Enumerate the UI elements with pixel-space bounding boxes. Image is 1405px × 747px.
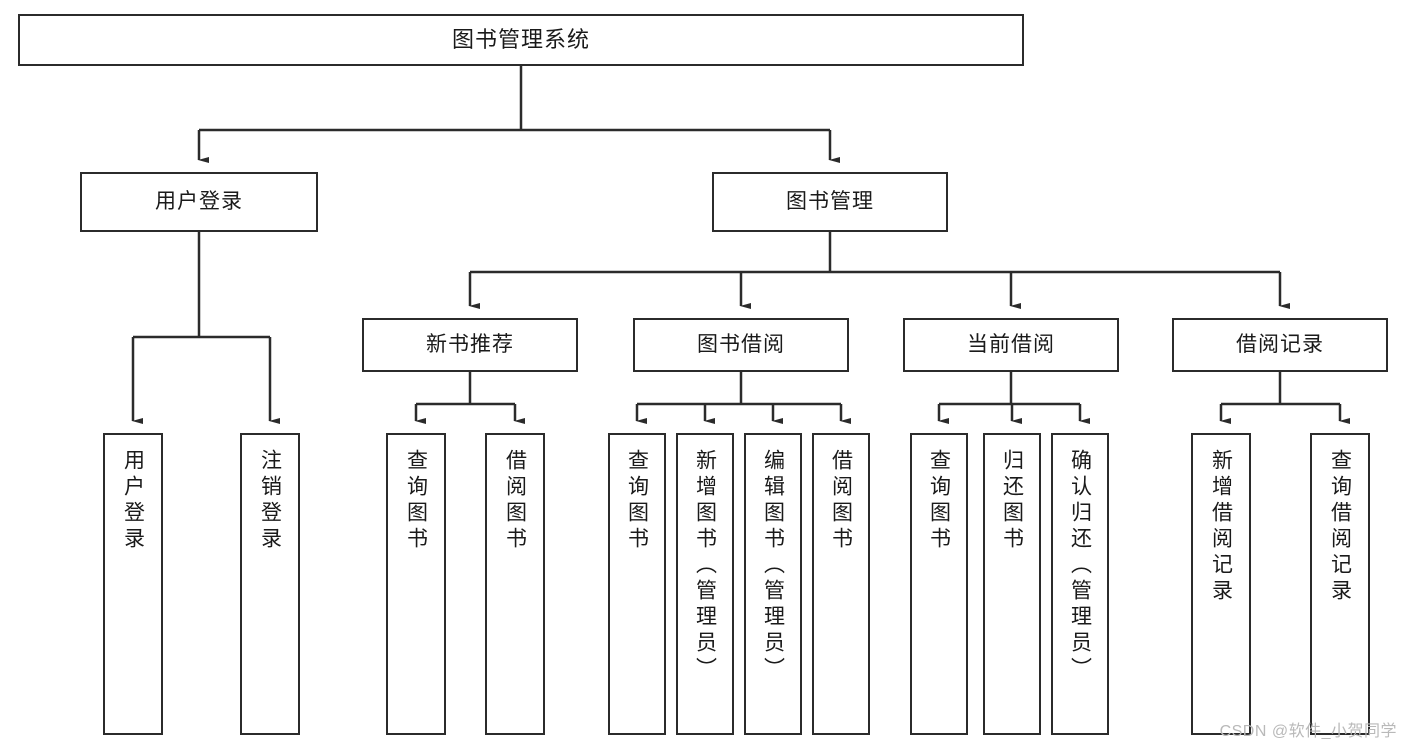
node-user-login-leaf-label: 用户登录: [121, 449, 145, 553]
node-record-query[interactable]: 查询借阅记录: [1310, 433, 1370, 735]
node-logout-leaf[interactable]: 注销登录: [240, 433, 300, 735]
node-current-return-book[interactable]: 归还图书: [983, 433, 1041, 735]
node-record-add[interactable]: 新增借阅记录: [1191, 433, 1251, 735]
node-new-book-recommend[interactable]: 新书推荐: [362, 318, 578, 372]
node-borrow-add-book-label: 新增图书（管理员）: [693, 449, 717, 683]
node-borrow-edit-book[interactable]: 编辑图书（管理员）: [744, 433, 802, 735]
node-book-borrow-label: 图书借阅: [697, 333, 785, 357]
node-recommend-borrow-book-label: 借阅图书: [503, 449, 527, 553]
node-logout-leaf-label: 注销登录: [258, 449, 282, 553]
node-recommend-query-book[interactable]: 查询图书: [386, 433, 446, 735]
node-new-book-recommend-label: 新书推荐: [426, 333, 514, 357]
node-borrow-record[interactable]: 借阅记录: [1172, 318, 1388, 372]
node-root-label: 图书管理系统: [451, 26, 590, 52]
node-recommend-borrow-book[interactable]: 借阅图书: [485, 433, 545, 735]
node-borrow-borrow-book-label: 借阅图书: [829, 449, 853, 553]
node-record-query-label: 查询借阅记录: [1328, 449, 1352, 605]
node-root[interactable]: 图书管理系统: [18, 14, 1024, 66]
node-current-confirm-return[interactable]: 确认归还（管理员）: [1051, 433, 1109, 735]
watermark-text: CSDN @软件_小贺同学: [1219, 723, 1397, 740]
node-borrow-query-book-label: 查询图书: [625, 449, 649, 553]
node-user-login-label: 用户登录: [155, 190, 243, 214]
node-borrow-add-book[interactable]: 新增图书（管理员）: [676, 433, 734, 735]
node-book-manage[interactable]: 图书管理: [712, 172, 948, 232]
node-book-manage-label: 图书管理: [786, 190, 874, 214]
node-current-confirm-return-label: 确认归还（管理员）: [1068, 449, 1092, 683]
node-record-add-label: 新增借阅记录: [1209, 449, 1233, 605]
node-current-borrow-label: 当前借阅: [967, 333, 1055, 357]
node-user-login-leaf[interactable]: 用户登录: [103, 433, 163, 735]
node-recommend-query-book-label: 查询图书: [404, 449, 428, 553]
node-borrow-record-label: 借阅记录: [1236, 333, 1324, 357]
node-user-login[interactable]: 用户登录: [80, 172, 318, 232]
node-borrow-borrow-book[interactable]: 借阅图书: [812, 433, 870, 735]
node-borrow-edit-book-label: 编辑图书（管理员）: [761, 449, 785, 683]
node-borrow-query-book[interactable]: 查询图书: [608, 433, 666, 735]
node-current-query-book-label: 查询图书: [927, 449, 951, 553]
node-current-borrow[interactable]: 当前借阅: [903, 318, 1119, 372]
node-book-borrow[interactable]: 图书借阅: [633, 318, 849, 372]
node-current-return-book-label: 归还图书: [1000, 449, 1024, 553]
node-current-query-book[interactable]: 查询图书: [910, 433, 968, 735]
